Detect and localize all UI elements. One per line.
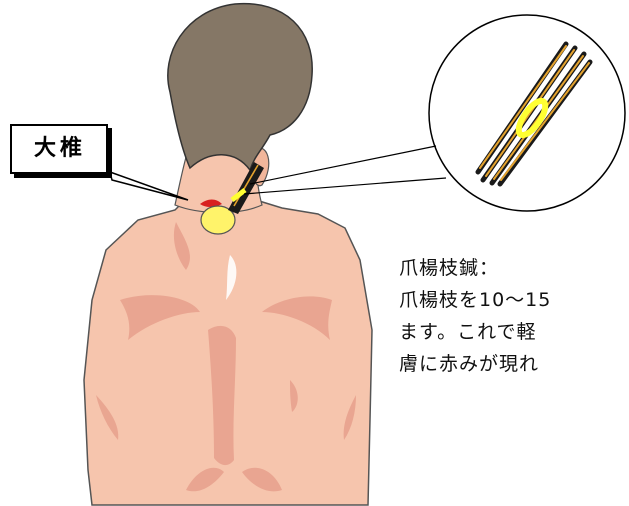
magnifier-line-top xyxy=(249,145,437,185)
hair xyxy=(167,2,313,172)
toothpick-bundle xyxy=(475,41,593,187)
applied-toothpick-bundle xyxy=(228,162,264,214)
caption: 爪楊枝鍼： 爪楊枝を10〜15 ます。これで軽 膚に赤みが現れ xyxy=(399,252,629,380)
dazhui-point xyxy=(200,205,236,235)
label-pointer xyxy=(108,170,189,201)
caption-line: 爪楊枝を10〜15 xyxy=(399,289,552,311)
back-shading xyxy=(96,222,356,492)
caption-line: ます。これで軽 xyxy=(399,321,537,343)
magnifier-line-bottom xyxy=(243,177,447,195)
caption-title: 爪楊枝鍼： xyxy=(399,257,500,279)
point-label: 大椎 xyxy=(10,124,108,174)
skin-redness-mark xyxy=(200,199,222,207)
caption-line: 膚に赤みが現れ xyxy=(399,353,540,375)
